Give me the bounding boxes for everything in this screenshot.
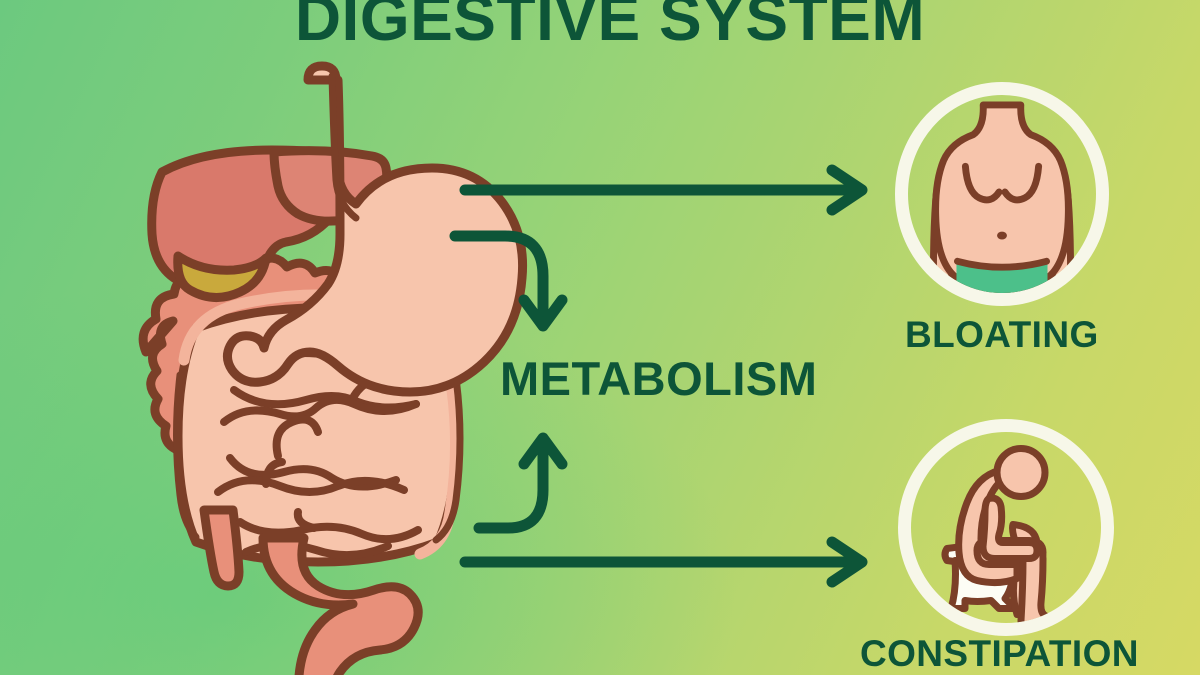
arrow-stomach-to-bloating: [459, 164, 868, 216]
liver-icon: [147, 145, 392, 302]
bloated-torso-icon: [930, 101, 1074, 293]
bloating-label: BLOATING: [905, 314, 1099, 355]
gallbladder-icon: [173, 251, 271, 302]
arrow-intestine-to-metabolism: [473, 432, 568, 534]
person-on-toilet-icon: [941, 445, 1071, 623]
appendix-icon: [199, 505, 244, 591]
metabolism-label: METABOLISM: [500, 352, 818, 405]
constipation-label: CONSTIPATION: [860, 633, 1139, 674]
digestive-organs-illustration: [118, 60, 528, 675]
arrow-intestine-to-constipation: [459, 536, 868, 588]
stomach-icon: [222, 61, 528, 397]
arrow-stomach-to-metabolism: [449, 230, 568, 332]
rectum-icon: [258, 533, 423, 675]
page-title: DIGESTIVE SYSTEM: [294, 0, 926, 54]
